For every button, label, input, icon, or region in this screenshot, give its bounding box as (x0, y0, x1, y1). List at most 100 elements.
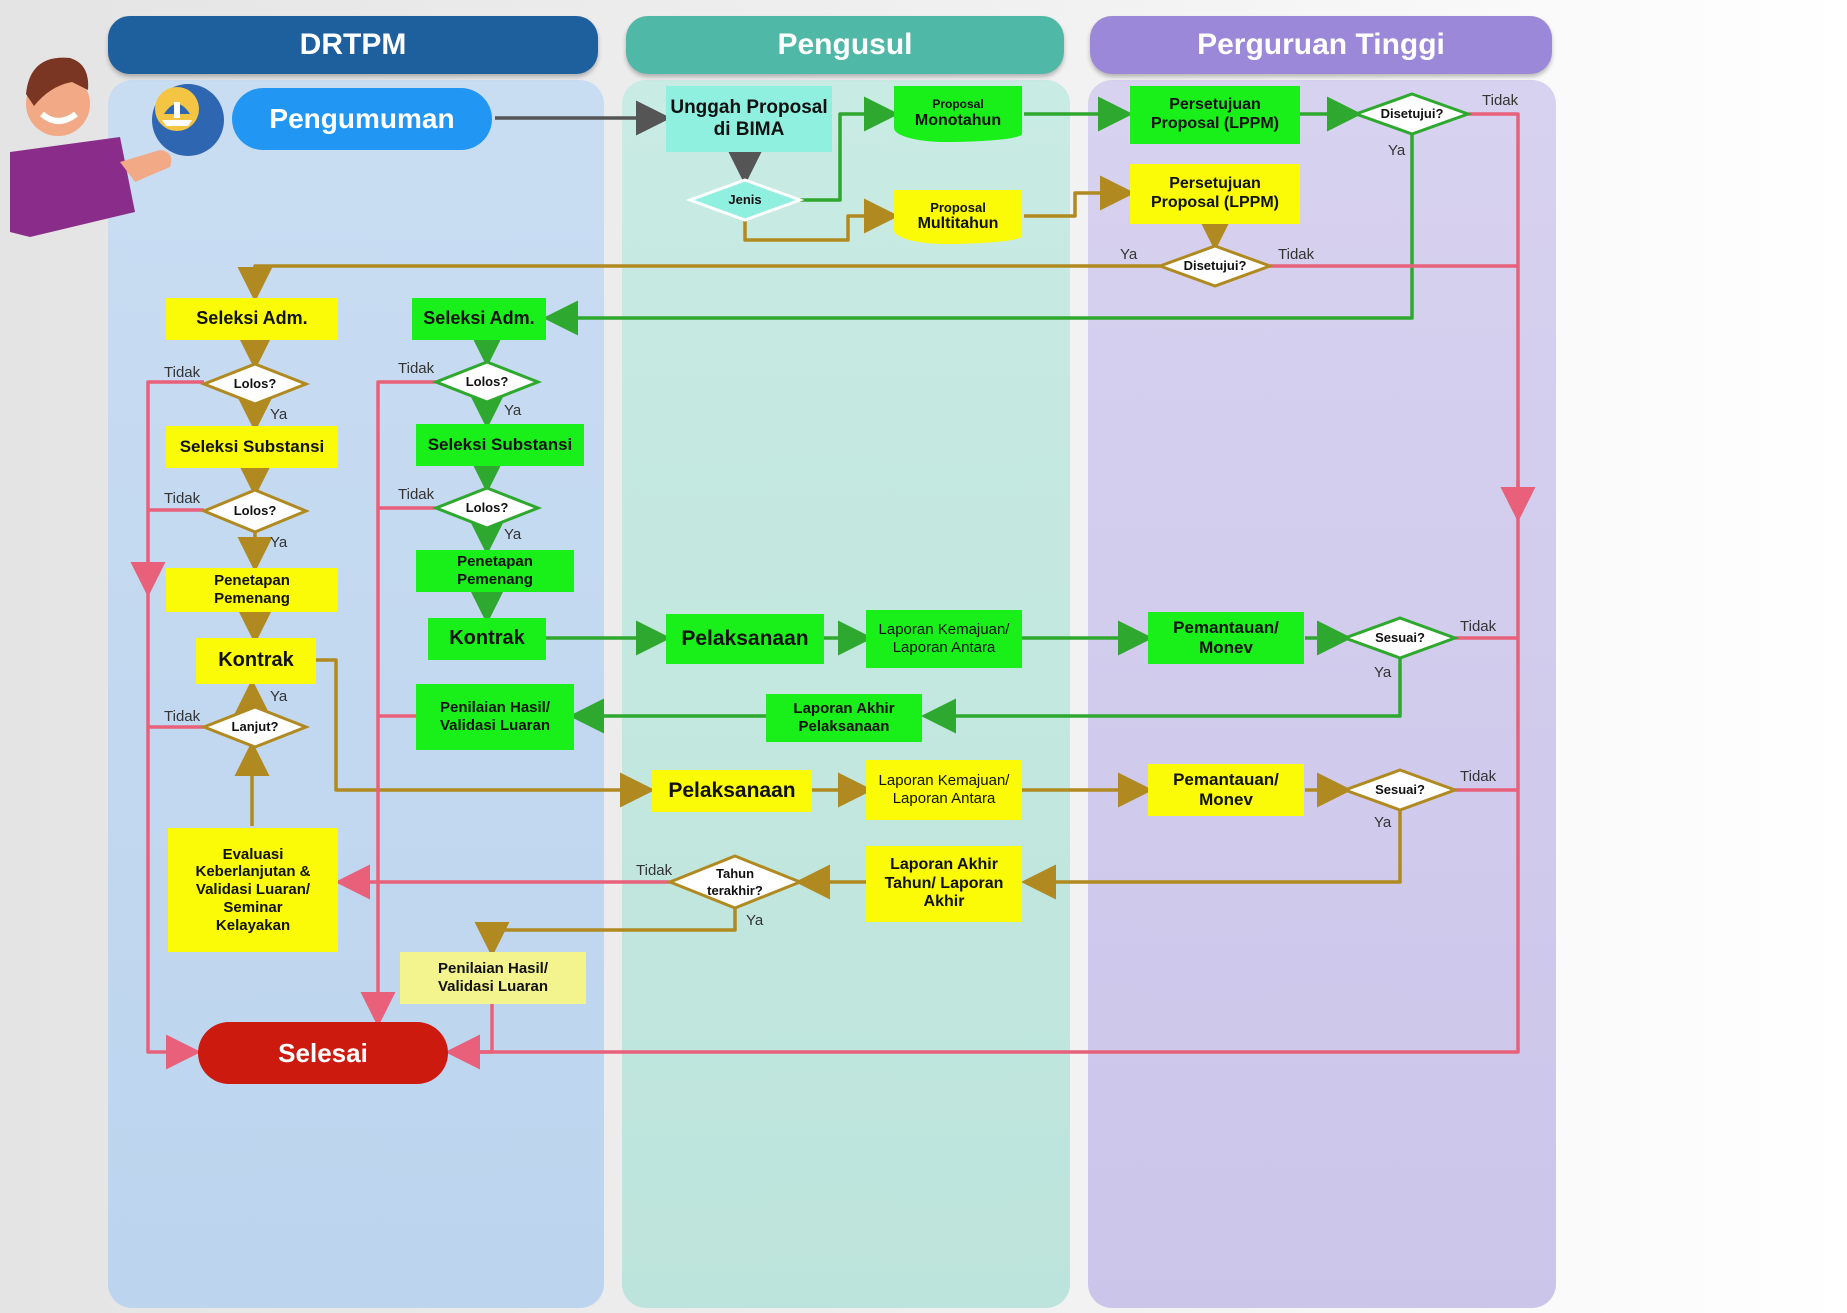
evaluasi-keberlanjutan-node: Evaluasi Keberlanjutan & Validasi Luaran… (168, 828, 338, 952)
lane-header-drtpm: DRTPM (108, 16, 598, 74)
persetujuan-proposal-yellow-node: Persetujuan Proposal (LPPM) (1130, 164, 1300, 224)
pemantauan-monev-green-node: Pemantauan/ Monev (1148, 612, 1304, 664)
label-tahun-2: terakhir? (707, 883, 763, 898)
proposal-multitahun-line2: Multitahun (917, 215, 999, 233)
decision-tahun-terakhir (665, 854, 805, 910)
label-lolos-3: Lolos? (466, 374, 509, 389)
label-tahun-1: Tahun (716, 866, 754, 881)
proposal-multitahun-node: Proposal Multitahun (894, 190, 1022, 244)
penilaian-yellow-line2: Validasi Luaran (437, 978, 549, 995)
penilaian-green-line2: Validasi Luaran (439, 717, 551, 734)
selesai-node: Selesai (198, 1022, 448, 1084)
label-tidak-disetujui-1: Tidak (1482, 92, 1519, 109)
unggah-proposal-line2: di BIMA (713, 119, 785, 140)
label-disetujui-1: Disetujui? (1381, 106, 1444, 121)
decision-disetujui-multitahun (1155, 244, 1275, 288)
pemantauan-green-line2: Monev (1199, 638, 1253, 657)
connector-brown-sesuai-laporan-akhir (1021, 810, 1402, 900)
label-ya-lolos-1: Ya (270, 406, 288, 423)
label-sesuai-2: Sesuai? (1375, 782, 1425, 797)
evaluasi-line4: Seminar (223, 898, 283, 916)
presenter-character-icon (10, 42, 180, 242)
laporan-akhir-pelaksanaan-node: Laporan Akhir Pelaksanaan (766, 694, 922, 742)
lane-perguruan-tinggi-body (1088, 80, 1556, 1308)
decision-sesuai-brown (1340, 768, 1460, 812)
label-jenis: Jenis (728, 192, 761, 207)
decision-lolos-substansi-green (431, 486, 543, 530)
proposal-monotahun-node: Proposal Monotahun (894, 86, 1022, 142)
connector-jenis-multitahun (743, 198, 899, 242)
laporan-akhir-tahun-line1: Laporan Akhir (890, 855, 998, 873)
seleksi-substansi-yellow-node: Seleksi Substansi (166, 426, 338, 468)
label-ya-lolos-2: Ya (270, 534, 288, 551)
decision-jenis (685, 178, 805, 222)
laporan-akhir-tahun-line2: Tahun/ Laporan (884, 874, 1004, 892)
label-tidak-lolos-3: Tidak (398, 360, 435, 377)
label-lolos-4: Lolos? (466, 500, 509, 515)
seleksi-adm-yellow-node: Seleksi Adm. (166, 298, 338, 340)
evaluasi-line3: Validasi Luaran/ (195, 881, 311, 899)
laporan-kemajuan-yellow-node: Laporan Kemajuan/ Laporan Antara (866, 760, 1022, 820)
proposal-monotahun-line2: Monotahun (914, 111, 1002, 129)
decision-lanjut (199, 705, 311, 749)
decision-sesuai-green (1340, 616, 1460, 660)
pelaksanaan-green-node: Pelaksanaan (666, 614, 824, 664)
connector-disetujui-1-seleksi-adm (543, 134, 1414, 336)
penilaian-hasil-yellow-node: Penilaian Hasil/ Validasi Luaran (400, 952, 586, 1004)
label-tidak-lolos-2: Tidak (164, 490, 201, 507)
decision-lolos-adm-brown (199, 362, 311, 406)
unggah-proposal-node: Unggah Proposal di BIMA (666, 86, 832, 152)
persetujuan-yellow-line2: Proposal (LPPM) (1150, 194, 1279, 211)
penetapan-pemenang-green-node: Penetapan Pemenang (416, 550, 574, 592)
penetapan-pemenang-yellow-node: Penetapan Pemenang (166, 568, 338, 612)
seleksi-substansi-green-node: Seleksi Substansi (416, 424, 584, 466)
label-sesuai-1: Sesuai? (1375, 630, 1425, 645)
penilaian-hasil-green-node: Penilaian Hasil/ Validasi Luaran (416, 684, 574, 750)
persetujuan-green-line2: Proposal (LPPM) (1150, 115, 1279, 132)
penilaian-yellow-line1: Penilaian Hasil/ (437, 960, 549, 978)
seleksi-adm-green-node: Seleksi Adm. (412, 298, 546, 340)
persetujuan-proposal-green-node: Persetujuan Proposal (LPPM) (1130, 86, 1300, 144)
label-ya-tahun: Ya (746, 912, 764, 929)
label-tidak-sesuai-1: Tidak (1460, 618, 1497, 635)
evaluasi-line2: Keberlanjutan & (195, 863, 311, 881)
laporan-kemajuan-yellow-line1: Laporan Kemajuan/ (878, 772, 1010, 790)
penetapan-green-line1: Penetapan (457, 553, 533, 571)
connector-disetujui-2-seleksi-adm (237, 264, 1160, 302)
label-ya-lanjut: Ya (270, 688, 288, 705)
connector-brown-kontrak-pelaksanaan (316, 658, 655, 808)
label-ya-disetujui-2: Ya (1120, 246, 1138, 263)
pemantauan-green-line1: Pemantauan/ (1173, 617, 1279, 637)
connector-tidak-penilaian-selesai (445, 1004, 494, 1070)
pemantauan-monev-yellow-node: Pemantauan/ Monev (1148, 764, 1304, 816)
evaluasi-line1: Evaluasi (222, 845, 284, 863)
label-disetujui-2: Disetujui? (1184, 258, 1247, 273)
connector-tidak-green-lolos (360, 380, 436, 1027)
label-tidak-disetujui-2: Tidak (1278, 246, 1315, 263)
label-tidak-lolos-1: Tidak (164, 364, 201, 381)
laporan-kemajuan-green-line2: Laporan Antara (892, 639, 996, 656)
persetujuan-green-line1: Persetujuan (1169, 96, 1261, 114)
proposal-multitahun-line1: Proposal (930, 199, 986, 215)
laporan-kemajuan-green-line1: Laporan Kemajuan/ (878, 621, 1010, 639)
laporan-kemajuan-green-node: Laporan Kemajuan/ Laporan Antara (866, 610, 1022, 668)
connector-brown-tahun-penilaian (474, 905, 737, 957)
label-ya-sesuai-1: Ya (1374, 664, 1392, 681)
unggah-proposal-line1: Unggah Proposal (670, 96, 828, 118)
connector-multitahun-persetujuan (1024, 175, 1135, 218)
label-lolos-2: Lolos? (234, 503, 277, 518)
laporan-akhir-pel-line1: Laporan Akhir (793, 700, 895, 718)
label-tidak-lolos-4: Tidak (398, 486, 435, 503)
persetujuan-yellow-line1: Persetujuan (1169, 175, 1261, 193)
penetapan-green-line2: Pemenang (457, 571, 533, 588)
kontrak-green-node: Kontrak (428, 618, 546, 660)
kontrak-yellow-node: Kontrak (196, 638, 316, 684)
label-tidak-tahun: Tidak (636, 862, 673, 879)
connector-green-sesuai-laporan-akhir (921, 658, 1402, 734)
laporan-kemajuan-yellow-line2: Laporan Antara (892, 790, 996, 807)
pemantauan-yellow-line2: Monev (1199, 790, 1253, 809)
connector-tidak-lanjut-kiri (146, 380, 204, 1070)
lane-header-pengusul: Pengusul (626, 16, 1064, 74)
label-ya-lolos-3: Ya (504, 402, 522, 419)
